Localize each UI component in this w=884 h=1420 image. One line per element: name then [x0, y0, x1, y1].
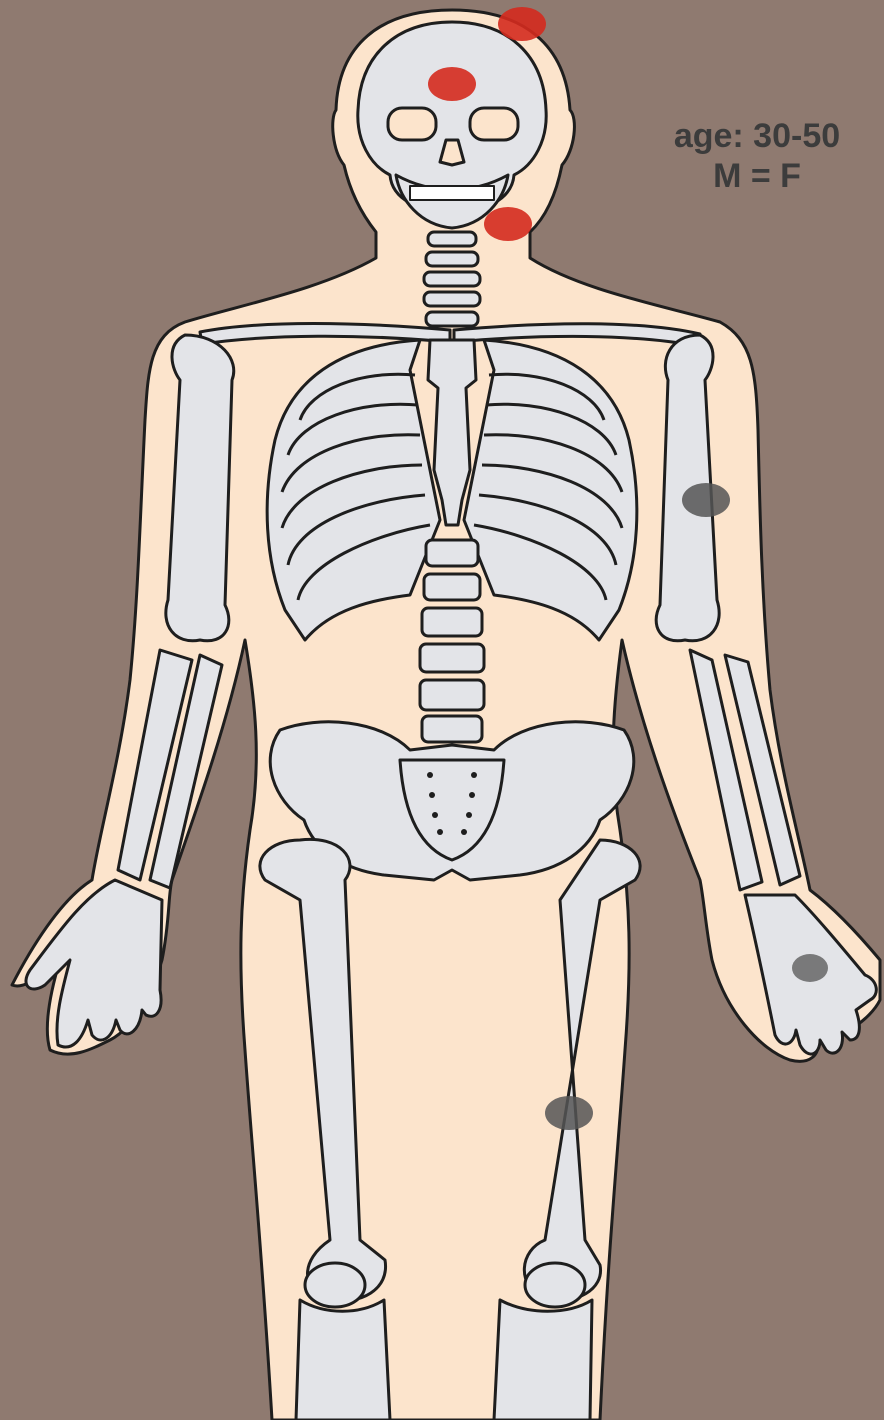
left-patella	[305, 1263, 365, 1307]
marker-mandible	[484, 207, 532, 241]
right-eye-socket	[470, 108, 518, 140]
sex-ratio-label: M = F	[630, 156, 884, 196]
demographics-label: age: 30-50 M = F	[630, 116, 884, 196]
cervical-vertebra	[428, 232, 476, 246]
marker-left-humerus	[682, 483, 730, 517]
lumbar-vertebra	[426, 540, 478, 566]
marker-skull-vertex	[498, 7, 546, 41]
left-tibia	[296, 1300, 390, 1420]
marker-left-hand	[792, 954, 828, 982]
right-tibia	[494, 1300, 592, 1420]
left-eye-socket	[388, 108, 436, 140]
nasal-cavity	[440, 140, 464, 165]
right-patella	[525, 1263, 585, 1307]
marker-left-femur	[545, 1096, 593, 1130]
marker-frontal-bone	[428, 67, 476, 101]
age-range-label: age: 30-50	[630, 116, 884, 156]
